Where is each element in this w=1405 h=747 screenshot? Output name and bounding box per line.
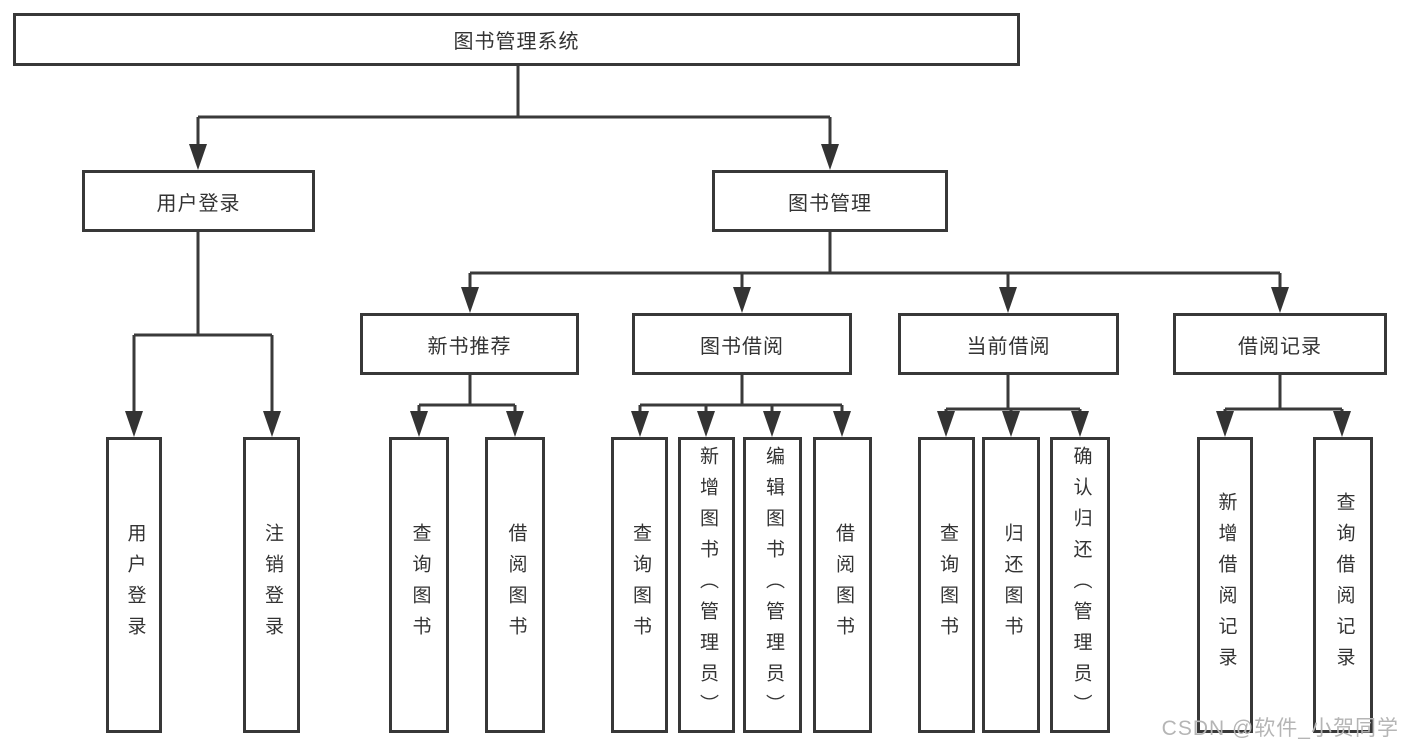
leaf-br-add-record: 新增借阅记录 — [1197, 437, 1253, 733]
connector-current-borrowing — [944, 373, 1082, 415]
connector-new-book-recommend — [417, 373, 517, 415]
node-current-borrowing: 当前借阅 — [898, 313, 1119, 375]
arrowhead-icon — [999, 287, 1017, 313]
connector-book-management — [468, 232, 1282, 291]
arrowhead-icon — [733, 287, 751, 313]
leaf-nbr-query-books: 查询图书 — [389, 437, 449, 733]
leaf-logout: 注销登录 — [243, 437, 300, 733]
connector-book-borrowing — [638, 373, 844, 415]
arrowhead-icon — [1071, 411, 1089, 437]
node-library-management-system: 图书管理系统 — [13, 13, 1020, 66]
leaf-bb-add-books-admin: 新增图书（管理员） — [678, 437, 735, 733]
node-borrowing-records: 借阅记录 — [1173, 313, 1387, 375]
arrowhead-icons — [125, 144, 1351, 437]
leaf-cb-confirm-return-admin: 确认归还（管理员） — [1050, 437, 1110, 733]
leaf-user-login: 用户登录 — [106, 437, 162, 733]
leaf-nbr-borrow-books: 借阅图书 — [485, 437, 545, 733]
connector-user-login — [132, 232, 274, 415]
node-new-book-recommend: 新书推荐 — [360, 313, 579, 375]
leaf-bb-edit-books-admin: 编辑图书（管理员） — [743, 437, 802, 733]
arrowhead-icon — [631, 411, 649, 437]
arrowhead-icon — [821, 144, 839, 170]
arrowhead-icon — [125, 411, 143, 437]
connector-borrowing-records — [1223, 373, 1344, 415]
leaf-bb-query-books: 查询图书 — [611, 437, 668, 733]
arrowhead-icon — [763, 411, 781, 437]
arrowhead-icon — [263, 411, 281, 437]
arrowhead-icon — [697, 411, 715, 437]
arrowhead-icon — [1333, 411, 1351, 437]
arrowhead-icon — [506, 411, 524, 437]
node-book-borrowing: 图书借阅 — [632, 313, 852, 375]
arrowhead-icon — [1002, 411, 1020, 437]
arrowhead-icon — [461, 287, 479, 313]
watermark-csdn: CSDN @软件_小贺同学 — [1161, 717, 1399, 740]
arrowhead-icon — [937, 411, 955, 437]
arrowhead-icon — [833, 411, 851, 437]
node-book-management: 图书管理 — [712, 170, 948, 232]
arrowhead-icon — [410, 411, 428, 437]
arrowhead-icon — [1271, 287, 1289, 313]
leaf-br-query-record: 查询借阅记录 — [1313, 437, 1373, 733]
leaf-cb-query-books: 查询图书 — [918, 437, 975, 733]
leaf-bb-borrow-books: 借阅图书 — [813, 437, 872, 733]
node-user-login: 用户登录 — [82, 170, 315, 232]
leaf-cb-return-books: 归还图书 — [982, 437, 1040, 733]
connector-root — [196, 66, 832, 148]
arrowhead-icon — [1216, 411, 1234, 437]
arrowhead-icon — [189, 144, 207, 170]
